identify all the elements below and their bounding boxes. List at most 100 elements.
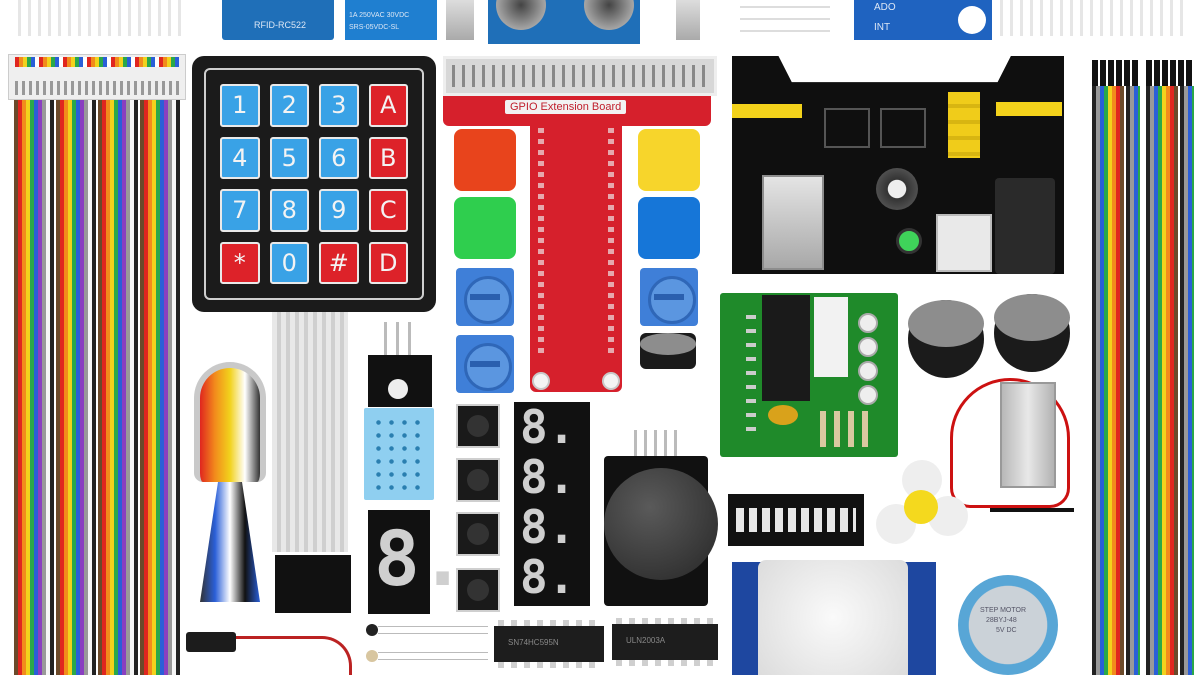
bundle-bottom (200, 482, 260, 602)
gpio-board-label: GPIO Extension Board (505, 100, 627, 114)
seven-segment-display-four-digit: 8. 8. 8. 8. (514, 400, 590, 606)
tactile-button-4[interactable] (456, 568, 500, 612)
tactile-button-3[interactable] (456, 512, 500, 556)
dht-temperature-humidity-sensor (364, 408, 434, 500)
jumper-wires-right-b (1146, 60, 1194, 675)
header-pins-top-right (1000, 0, 1190, 36)
key-hash[interactable]: # (319, 241, 359, 284)
key-5[interactable]: 5 (269, 136, 309, 179)
power-yellow-header (948, 92, 980, 158)
jumper-wire-bundle (190, 362, 268, 610)
potentiometer-3[interactable] (640, 268, 698, 326)
driver-input-pins (746, 315, 756, 431)
power-led-green (896, 228, 922, 254)
power-regulator-1 (824, 108, 870, 148)
driver-resistors (820, 411, 876, 447)
membrane-keypad: 1 2 3 A 4 5 6 B 7 8 9 C * 0 # D (192, 56, 436, 312)
small-leads (740, 6, 830, 36)
joystick-pins (634, 430, 684, 458)
photoresistor (366, 650, 378, 662)
key-6[interactable]: 6 (319, 136, 359, 179)
ic-marking-1: SN74HC595N (508, 638, 559, 647)
driver-led-b (858, 337, 878, 357)
rfid-label: RFID-RC522 (254, 20, 307, 30)
fan-propeller (876, 460, 968, 548)
header-pins-top-left (18, 0, 188, 36)
potentiometer-1[interactable] (456, 268, 514, 326)
ultrasonic-transducer-right (584, 0, 634, 30)
button-cap-yellow (638, 129, 700, 191)
keypad-connector (275, 555, 351, 613)
driver-led-a (858, 313, 878, 333)
ic-chip-74hc595: SN74HC595N (494, 620, 604, 668)
passive-buzzer (640, 333, 696, 369)
thermistor (366, 624, 378, 636)
key-b[interactable]: B (368, 136, 408, 179)
active-buzzer-1 (908, 300, 984, 378)
power-jumper-right (996, 102, 1062, 116)
key-4[interactable]: 4 (220, 136, 260, 179)
jumper-housings-a (1092, 60, 1140, 86)
keypad-grid: 1 2 3 A 4 5 6 B 7 8 9 C * 0 # D (204, 68, 424, 300)
accel-pin-int: INT (874, 22, 891, 33)
key-3[interactable]: 3 (319, 84, 359, 127)
key-0[interactable]: 0 (269, 241, 309, 284)
ribbon-connector (8, 54, 186, 100)
ultrasonic-transducer-left (496, 0, 546, 30)
pir-fresnel-dome (758, 560, 908, 675)
seg4-digit-1: 8. (520, 400, 576, 454)
key-c[interactable]: C (368, 189, 408, 232)
stepper-label-2: 28BYJ-48 (986, 617, 1017, 624)
potentiometer-2[interactable] (456, 335, 514, 393)
accel-mount-hole (958, 6, 986, 34)
dht-led (388, 379, 408, 399)
gpio-pins-left (538, 128, 544, 358)
bundle-top (194, 362, 266, 482)
keypad-ribbon-tail (272, 312, 348, 552)
relay-label-1: 1A 250VAC 30VDC (349, 12, 410, 19)
driver-led-d (858, 385, 878, 405)
key-2[interactable]: 2 (269, 84, 309, 127)
seg4-digit-2: 8. (520, 450, 576, 504)
key-d[interactable]: D (368, 241, 408, 284)
power-regulator-2 (880, 108, 926, 148)
gpio-mount-hole-right (602, 372, 620, 390)
gpio-board-stem (530, 122, 622, 392)
dc-motor (1000, 382, 1056, 488)
seven-segment-display-single: 8. (368, 510, 466, 614)
stepper-motor: STEP MOTOR 28BYJ-48 5V DC (958, 575, 1058, 675)
key-7[interactable]: 7 (220, 189, 260, 232)
button-cap-blue (638, 197, 700, 259)
ultrasonic-sensor (488, 0, 640, 44)
button-cap-green (454, 197, 516, 259)
driver-connector (814, 297, 848, 377)
key-9[interactable]: 9 (319, 189, 359, 232)
key-a[interactable]: A (368, 84, 408, 127)
motor-wire-lead (990, 508, 1074, 512)
relay-label-2: SRS-05VDC-SL (349, 24, 400, 31)
dht-pins (384, 322, 414, 356)
gpio-mount-hole-left (532, 372, 550, 390)
usb-port (762, 175, 824, 270)
seven-segment-digit: 8. (374, 514, 466, 603)
dht-sensor-board (368, 355, 432, 407)
thermistor-leads (378, 626, 488, 634)
motor-wires (950, 378, 1070, 508)
key-star[interactable]: * (220, 241, 260, 284)
key-1[interactable]: 1 (220, 84, 260, 127)
ic-chip-uln2003: ULN2003A (612, 618, 718, 666)
jumper-housings-b (1146, 60, 1194, 86)
joystick-knob[interactable] (604, 468, 718, 580)
rfid-module: RFID-RC522 (222, 0, 334, 40)
tactile-button-1[interactable] (456, 404, 500, 448)
power-switch-button[interactable] (936, 214, 992, 272)
key-8[interactable]: 8 (269, 189, 309, 232)
power-jumper-left (732, 104, 802, 118)
active-buzzer-2 (994, 294, 1070, 372)
ic-marking-2: ULN2003A (626, 636, 666, 645)
ribbon-connector-pins (15, 81, 179, 95)
tactile-button-2[interactable] (456, 458, 500, 502)
dc-power-cable (186, 632, 236, 652)
seg4-digit-3: 8. (520, 500, 576, 554)
relay-module: 1A 250VAC 30VDC SRS-05VDC-SL (345, 0, 437, 40)
